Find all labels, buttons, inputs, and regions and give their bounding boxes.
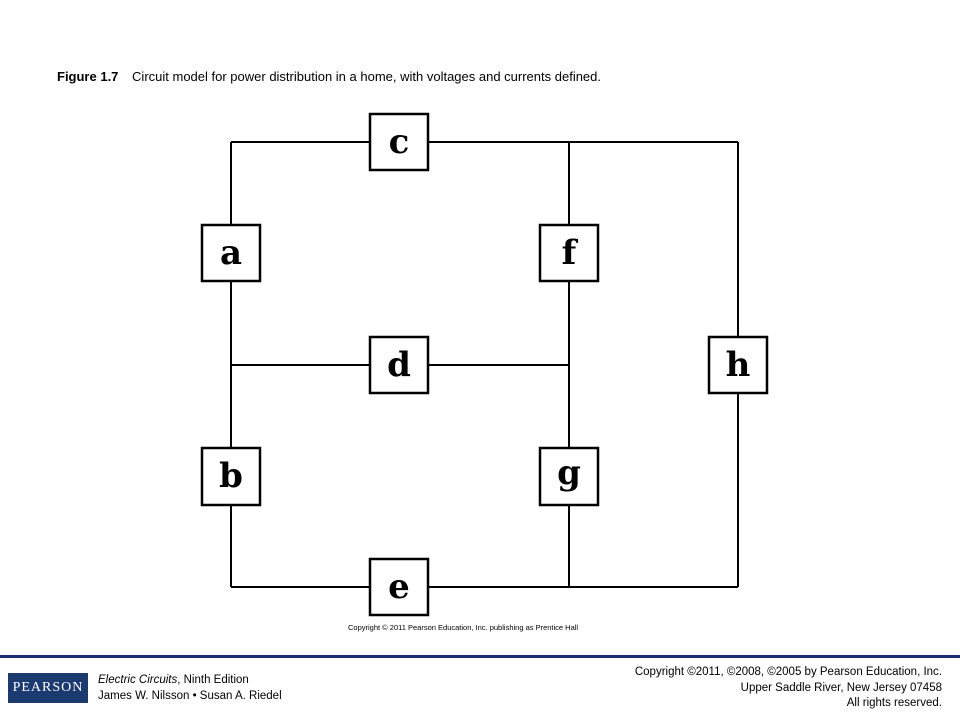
- pearson-logo: PEARSON: [8, 673, 88, 703]
- node-d-box: [368, 335, 430, 395]
- node-a-label: a: [220, 233, 242, 273]
- copyright-notice: Copyright ©2011, ©2008, ©2005 by Pearson…: [635, 665, 942, 712]
- node-a: a: [200, 223, 262, 283]
- book-title-line: Electric Circuits, Ninth Edition: [98, 672, 282, 688]
- node-h-box: [707, 335, 769, 395]
- node-c: c: [368, 112, 430, 172]
- copyright-line-1: Copyright ©2011, ©2008, ©2005 by Pearson…: [634, 666, 942, 678]
- node-c-label: c: [389, 122, 410, 162]
- circuit-wires: [230, 141, 739, 588]
- node-h: h: [707, 335, 769, 395]
- pearson-logo-text: PEARSON: [12, 680, 84, 695]
- node-d-label: d: [387, 345, 411, 385]
- node-f: f: [538, 223, 600, 283]
- node-b-box: [200, 446, 262, 507]
- book-title: Electric Circuits: [98, 674, 178, 686]
- figure-caption-text: Circuit model for power distribution in …: [132, 69, 602, 84]
- book-info: Electric Circuits, Ninth Edition James W…: [98, 672, 282, 704]
- node-d: d: [368, 335, 430, 395]
- node-e-box: [368, 557, 430, 617]
- node-a-box: [200, 223, 262, 283]
- footer-divider: [0, 655, 960, 658]
- figure-credit: Copyright © 2011 Pearson Education, Inc.…: [348, 623, 579, 632]
- node-g-label: g: [557, 453, 581, 493]
- figure-label: Figure 1.7: [57, 69, 119, 84]
- book-authors: James W. Nilsson • Susan A. Riedel: [98, 690, 282, 702]
- node-e: e: [368, 557, 430, 617]
- node-f-box: [538, 223, 600, 283]
- node-f-label: f: [562, 233, 579, 273]
- node-g: g: [538, 446, 600, 507]
- node-e-label: e: [388, 567, 410, 607]
- copyright-line-3: All rights reserved.: [846, 697, 942, 709]
- copyright-line-2: Upper Saddle River, New Jersey 07458: [740, 681, 942, 694]
- node-b: b: [200, 446, 262, 507]
- node-g-box: [538, 446, 600, 507]
- figure-caption: Figure 1.7 Circuit model for power distr…: [57, 69, 601, 84]
- book-edition: , Ninth Edition: [177, 674, 249, 686]
- node-c-box: [368, 112, 430, 172]
- node-b-label: b: [219, 456, 243, 496]
- node-h-label: h: [726, 345, 751, 385]
